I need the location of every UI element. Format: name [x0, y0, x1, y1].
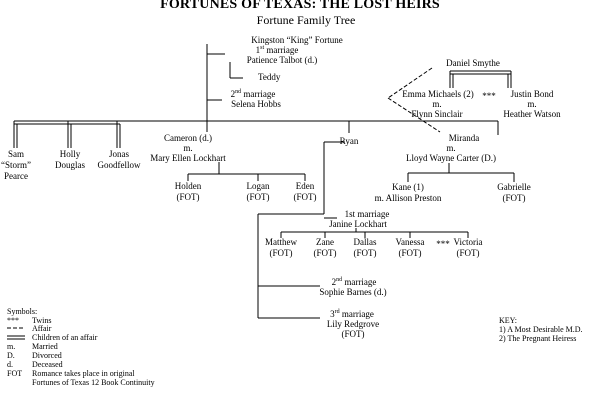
ryan-second-marriage-label: 2nd marriage: [331, 277, 377, 287]
person-vanessa: Vanessa(FOT): [395, 237, 425, 258]
person-lloyd: Lloyd Wayne Carter (D.): [405, 153, 497, 163]
person-flynn: Flynn Sinclair: [411, 109, 463, 119]
person-eden: Eden(FOT): [293, 181, 317, 202]
twins-mark-vanessa-victoria: ***: [436, 239, 450, 249]
person-teddy: Teddy: [258, 72, 281, 82]
person-selena: Selena Hobbs: [231, 99, 281, 109]
legend-row-deceased: d.Deceased: [7, 360, 63, 369]
legend-heading: Symbols:: [7, 307, 38, 316]
person-heather: Heather Watson: [503, 109, 561, 119]
person-mary-ellen: Mary Ellen Lockhart: [150, 153, 226, 163]
emma-married-mark: m.: [432, 99, 442, 109]
person-gabrielle: Gabrielle(FOT): [497, 182, 531, 203]
legend-row-affair: Affair: [32, 324, 52, 333]
person-kane: Kane (1)m. Allison Preston: [374, 182, 442, 203]
person-ryan: Ryan: [339, 136, 359, 146]
ryan-third-marriage-label: 3rd marriage: [330, 309, 374, 319]
key-heading: KEY:: [499, 316, 517, 325]
miranda-married-mark: m.: [446, 143, 456, 153]
legend-row-children: Children of an affair: [32, 333, 98, 342]
second-marriage-label: 2nd marriage: [230, 89, 276, 99]
legend-row-divorced: D.Divorced: [7, 351, 62, 360]
justin-married-mark: m.: [527, 99, 537, 109]
cameron-married-mark: m.: [183, 143, 193, 153]
legend-row-fot-continued: Fortunes of Texas 12 Book Continuity: [32, 378, 155, 387]
person-logan: Logan(FOT): [246, 181, 270, 202]
person-daniel-smythe: Daniel Smythe: [446, 58, 500, 68]
legend-row-twins: ***Twins: [7, 316, 52, 325]
ryan-first-marriage-label: 1st marriage: [344, 209, 390, 219]
twins-mark-emma-justin: ***: [482, 91, 496, 101]
affair-dashed-line: [387, 67, 433, 99]
person-emma: Emma Michaels (2): [402, 89, 474, 99]
person-zane: Zane(FOT): [313, 237, 337, 258]
person-matthew: Matthew(FOT): [265, 237, 297, 258]
person-holden: Holden(FOT): [174, 181, 202, 202]
person-sophie: Sophie Barnes (d.): [319, 287, 387, 297]
person-kingston: Kingston “King” Fortune: [251, 35, 343, 45]
lily-fot-mark: (FOT): [341, 329, 365, 339]
key-item-2: 2) The Pregnant Heiress: [499, 334, 577, 343]
person-lily: Lily Redgrove: [326, 319, 380, 329]
person-dallas: Dallas(FOT): [353, 237, 377, 258]
first-marriage-label: 1st marriage: [255, 45, 299, 55]
legend-row-married: m.Married: [7, 342, 58, 351]
person-janine: Janine Lockhart: [329, 219, 387, 229]
person-miranda: Miranda: [448, 133, 480, 143]
page-title: FORTUNES OF TEXAS: THE LOST HEIRS: [160, 0, 440, 12]
person-victoria: Victoria(FOT): [453, 237, 483, 258]
person-justin: Justin Bond: [510, 89, 554, 99]
person-sam: Sam“Storm”Pearce: [1, 149, 31, 181]
key-item-1: 1) A Most Desirable M.D.: [499, 325, 583, 334]
person-cameron: Cameron (d.): [164, 133, 212, 143]
person-patience: Patience Talbot (d.): [246, 55, 318, 65]
page-subtitle: Fortune Family Tree: [256, 13, 356, 27]
